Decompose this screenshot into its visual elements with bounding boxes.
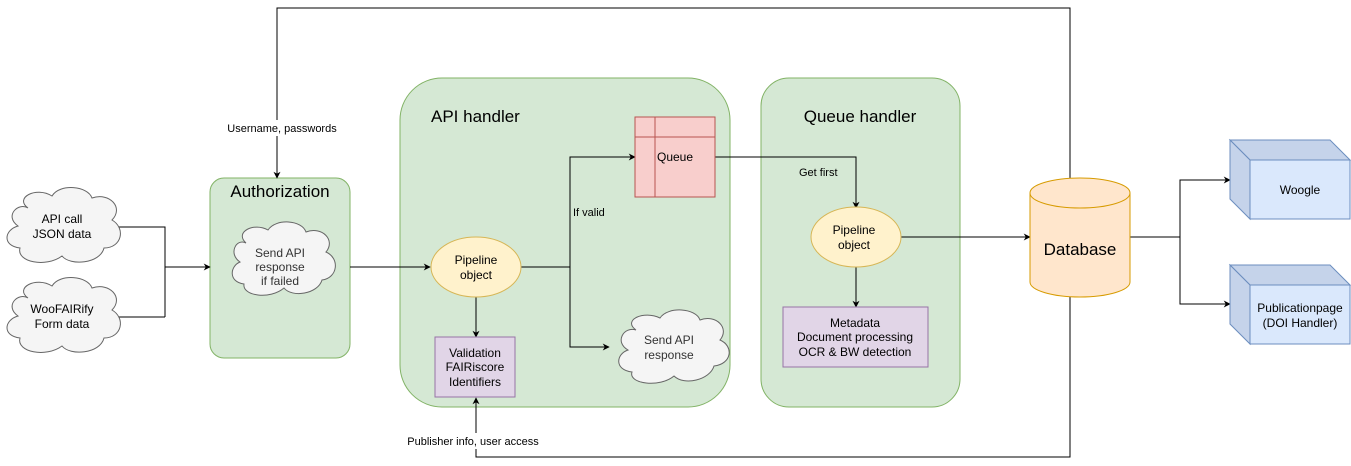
edge-label-bg-username [225,120,339,136]
edge-database-to-woogle [1130,176,1231,238]
queue-storage: Queue [634,116,716,198]
database-cylinder: Database [1029,177,1131,298]
api-handler-title: API handler [431,107,520,126]
validation-line-2: FAIRiscore [446,360,505,374]
edge-database-to-validation [472,297,1071,458]
validation-box: Validation FAIRiscore Identifiers [434,336,516,398]
edge-to-queue [569,153,636,267]
metadata-line-3: OCR & BW detection [799,345,912,359]
send-api-response-line-1: Send API [644,333,694,347]
send-api-failed-line-2: response [255,260,305,274]
queue-pipeline-line-2: object [838,238,871,252]
api-pipeline-line-1: Pipeline [455,253,498,267]
queue-pipeline-line-1: Pipeline [833,223,876,237]
publicationpage-line-1: Publicationpage [1257,301,1343,315]
edge-label-publisher-info: Publisher info, user access [407,436,539,448]
api-pipeline-line-2: object [460,268,493,282]
metadata-line-2: Document processing [797,330,913,344]
validation-line-1: Validation [449,346,501,360]
api-call-line-1: API call [42,212,83,226]
edge-label-get-first: Get first [799,167,838,179]
edge-database-to-authorization [273,7,1071,179]
edge-label-if-valid: If valid [573,207,605,219]
edge-database-to-publicationpage [1179,237,1231,308]
api-pipeline-object: Pipeline object [430,236,522,298]
publicationpage-cube: Publicationpage (DOI Handler) [1228,263,1351,346]
woofairify-cloud: WooFAIRify Form data [6,277,121,353]
authorization-title: Authorization [230,182,329,201]
queue-handler-title: Queue handler [804,107,917,126]
metadata-box: Metadata Document processing OCR & BW de… [782,306,929,368]
woogle-cube: Woogle [1228,138,1351,221]
edge-label-username-passwords: Username, passwords [227,123,337,135]
metadata-line-1: Metadata [830,316,880,330]
edge-label-bg-publisher [405,433,541,449]
edge-api-call-merge [118,226,166,317]
send-api-failed-line-3: if failed [261,274,299,288]
api-call-line-2: JSON data [33,227,92,241]
woofairify-line-1: WooFAIRify [30,302,93,316]
send-api-response-cloud: Send API response [618,309,730,384]
database-label: Database [1044,240,1117,259]
validation-line-3: Identifiers [449,375,501,389]
send-api-failed-cloud: Send API response if failed [231,221,336,296]
send-api-failed-line-1: Send API [255,246,305,260]
api-call-cloud: API call JSON data [6,187,121,263]
woofairify-line-2: Form data [35,317,90,331]
edge-queue-to-pipeline [715,156,860,209]
queue-pipeline-object: Pipeline object [810,206,902,268]
edge-to-send-api-response [569,267,610,351]
woogle-label: Woogle [1280,183,1321,197]
publicationpage-line-2: (DOI Handler) [1263,316,1338,330]
send-api-response-line-2: response [644,348,694,362]
queue-label: Queue [657,150,693,164]
